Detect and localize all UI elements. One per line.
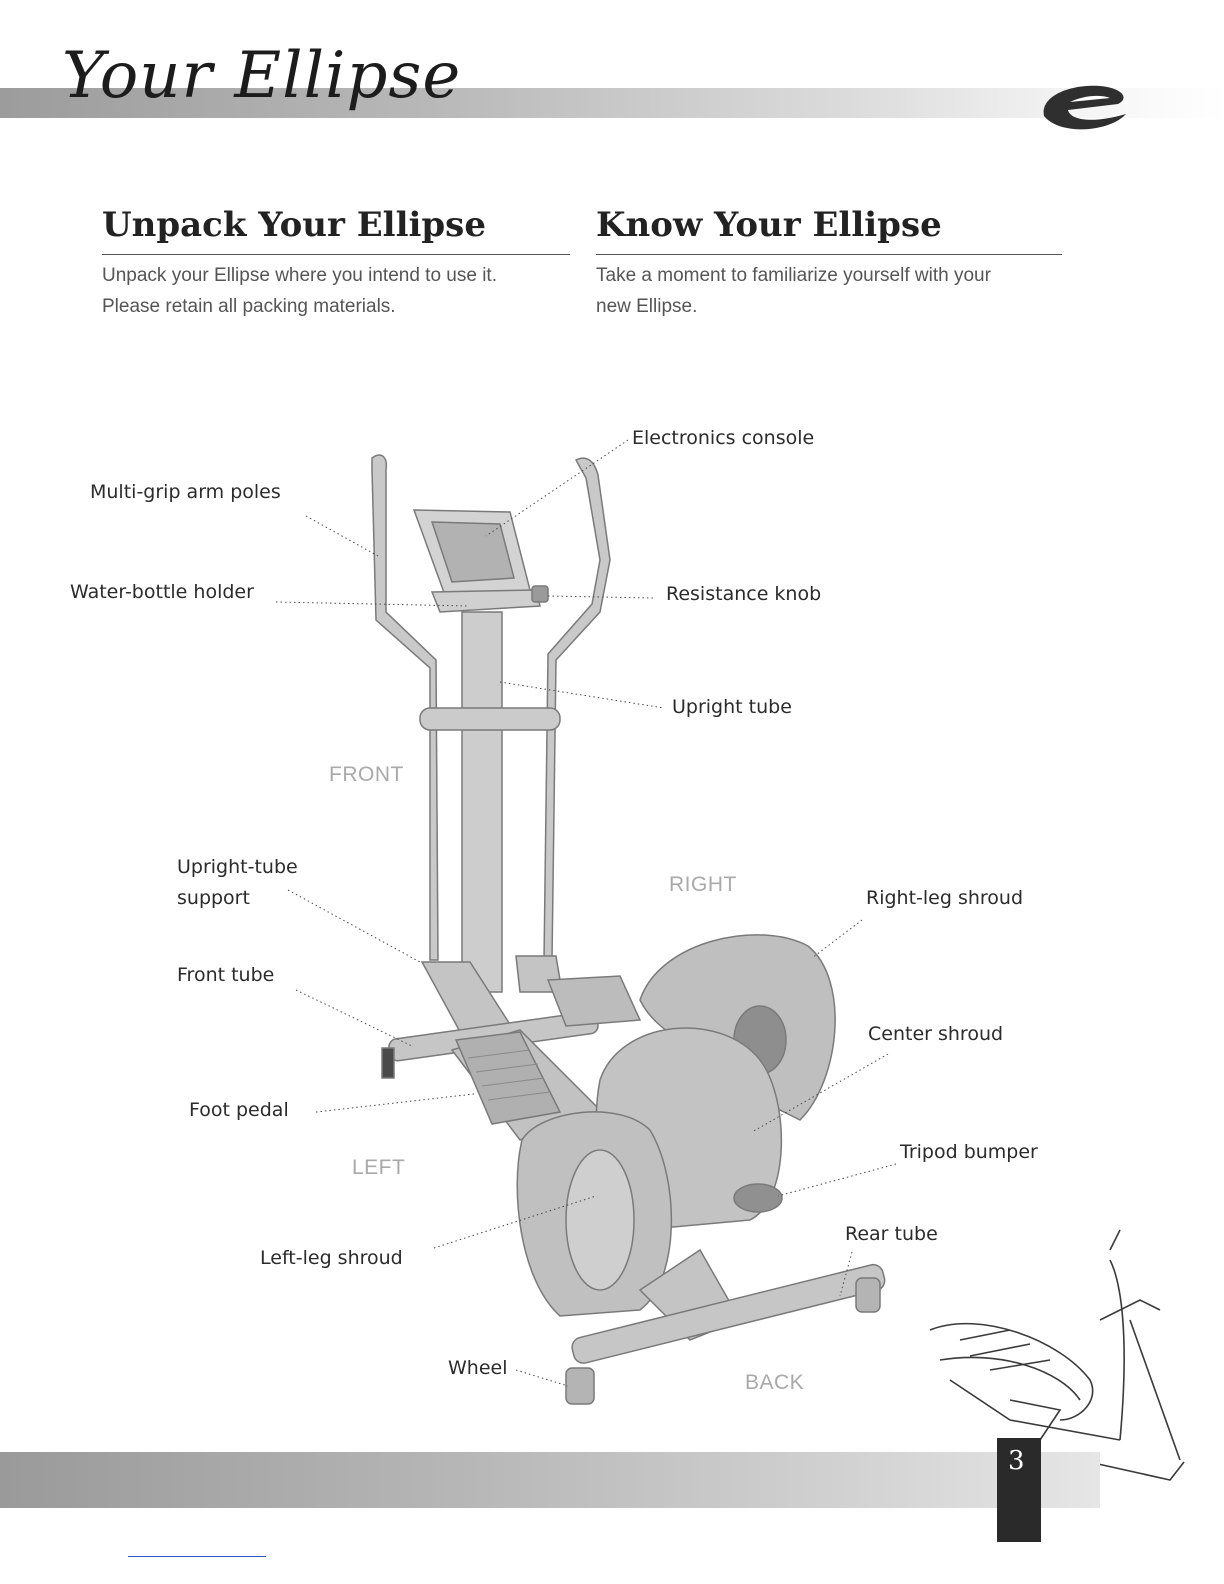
label-electronics-console: Electronics console [632,427,815,449]
direction-back: BACK [745,1371,805,1394]
label-arm-poles: Multi-grip arm poles [90,481,281,503]
label-water-bottle-holder: Water-bottle holder [70,581,254,603]
left-foot-pedal [454,1031,562,1125]
header-band [0,88,1224,118]
right-foot-pedal [546,975,642,1027]
direction-front: FRONT [329,763,404,786]
resistance-knob [531,585,549,603]
unpack-rule [102,254,570,255]
label-front-tube: Front tube [177,964,275,986]
wheel-left [565,1367,595,1405]
page-title: Your Ellipse [62,39,462,113]
wheel-right [855,1277,881,1313]
label-center-shroud: Center shroud [868,1023,1004,1045]
corner-sketch [929,1229,1185,1497]
footer-band [0,1452,1100,1508]
unpack-text: Unpack your Ellipse where you intend to … [102,260,497,322]
label-upright-tube-support-line-1: Upright-tube [177,856,298,878]
know-text: Take a moment to familiarize yourself wi… [596,260,991,322]
know-rule [596,254,1062,255]
unpack-line-2: Please retain all packing materials. [102,296,396,317]
label-resistance-knob: Resistance knob [666,583,822,605]
left-arm-pole [371,454,439,961]
label-right-leg-shroud: Right-leg shroud [866,887,1024,909]
label-left-leg-shroud: Left-leg shroud [260,1247,403,1269]
label-rear-tube: Rear tube [845,1223,938,1245]
page-number-tab [997,1438,1041,1542]
label-tripod-bumper: Tripod bumper [900,1141,1038,1163]
direction-right: RIGHT [669,873,737,896]
right-arm-pole [543,457,611,961]
upright-tube [461,611,503,993]
direction-left: LEFT [352,1156,406,1179]
unpack-heading: Unpack Your Ellipse [102,205,486,245]
tripod-bumper [733,1183,783,1213]
label-wheel: Wheel [448,1357,508,1379]
label-upright-tube-support: Upright-tube support [177,852,298,914]
page-number: 3 [1008,1446,1025,1476]
know-heading: Know Your Ellipse [596,205,942,245]
rear-tube [571,1263,886,1364]
e-logo-icon [1043,85,1126,130]
water-bottle-holder [430,589,541,613]
know-line-2: new Ellipse. [596,296,698,317]
label-foot-pedal: Foot pedal [189,1099,289,1121]
handle-bar [419,707,561,731]
footer-link-underline[interactable] [128,1556,266,1557]
label-upright-tube: Upright tube [672,696,792,718]
know-line-1: Take a moment to familiarize yourself wi… [596,265,991,286]
label-upright-tube-support-line-2: support [177,887,250,909]
unpack-line-1: Unpack your Ellipse where you intend to … [102,265,497,286]
